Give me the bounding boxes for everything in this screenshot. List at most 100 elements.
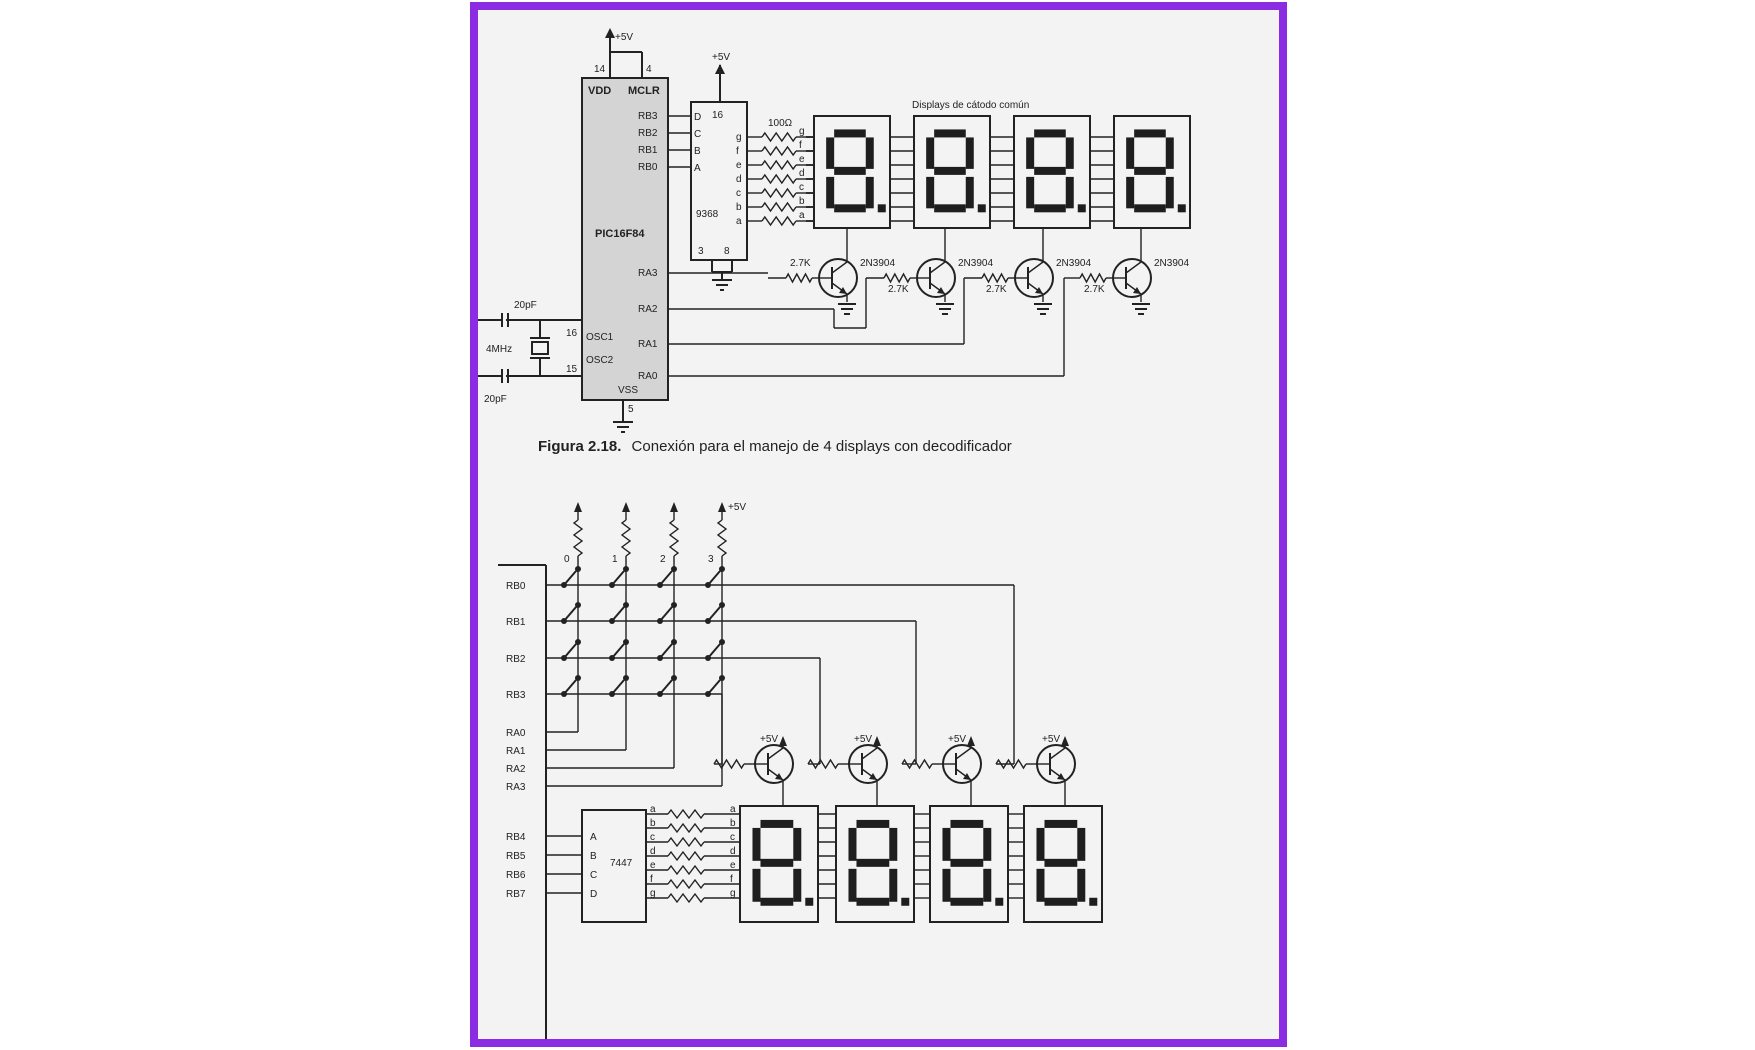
display-segment (950, 858, 984, 867)
decoder-pin-a: A (694, 163, 701, 174)
key-switch-icon (659, 679, 673, 695)
pic-pin-rb0: RB0 (638, 162, 658, 173)
keypad-row-pin-label: RB1 (506, 617, 526, 628)
display-segment (793, 827, 802, 861)
decoder-out-b: b (736, 202, 742, 213)
decoder-7447: A B C D 7447 RB4 RB5 RB6 RB7 (506, 809, 647, 923)
transistor-collector (767, 747, 784, 760)
decoder-vcc-label: +5V (712, 52, 730, 63)
oscillator-circuit: 20pF 20pF 4MHz 16 15 (478, 300, 582, 405)
seven-segment-display-top-1 (813, 115, 891, 229)
base-resistor-icon (981, 272, 1009, 284)
transistor-part-label: 2N3904 (958, 258, 993, 269)
display-segment (942, 868, 951, 902)
transistor-collector (1125, 261, 1142, 274)
decoder-pin-8: 8 (724, 246, 730, 257)
display-segment (1077, 868, 1086, 902)
display-decimal-point (977, 204, 986, 213)
decoder-9368: +5V 16 D C B A 9368 3 8 g f e d c b a (690, 52, 748, 291)
decoder-out-g: g (736, 132, 742, 143)
transistor-emitter-arrow (775, 773, 783, 780)
switch-contact (719, 639, 725, 645)
switch-contact (623, 639, 629, 645)
pic-pin-ra0: RA0 (638, 371, 658, 382)
transistor-part-label: 2N3904 (1056, 258, 1091, 269)
segment-resistor-icon (761, 187, 797, 199)
pin-rb5: RB5 (506, 851, 526, 862)
display-segment (965, 176, 974, 209)
display-segment (1126, 137, 1135, 169)
display-segment (826, 176, 835, 209)
base-resistor-icon (883, 272, 911, 284)
decoder-out-a: a (736, 216, 742, 227)
base-resistor-label: 2.7K (888, 284, 909, 295)
decoder-out-e: e (736, 160, 742, 171)
decoder-output-label: a (650, 804, 656, 815)
segment-resistor-icon (667, 892, 705, 904)
key-switch-icon (611, 679, 625, 695)
pic-vcc-label: +5V (615, 32, 633, 43)
segment-letter-label: g (799, 126, 805, 137)
seven-segment-display-bottom-1 (739, 805, 819, 923)
decoder-output-label: b (650, 818, 656, 829)
display-row-top (806, 115, 1191, 229)
transistor-vcc-label: +5V (760, 734, 778, 745)
seven-segment-display-top-4 (1113, 115, 1191, 229)
seven-segment-display-bottom-4 (1023, 805, 1103, 923)
transistor-drivers-bottom: +5V+5V+5V+5V (713, 734, 1076, 810)
keypad-row-pin-label: RB2 (506, 654, 526, 665)
display-segment (934, 129, 966, 138)
seven-segment-display-bottom-3 (929, 805, 1009, 923)
transistor-icon-top-1 (818, 258, 858, 298)
display-segment (889, 827, 898, 861)
key-switch-icon (611, 643, 625, 659)
base-resistor-icon (901, 758, 933, 770)
ra-control-wires (668, 272, 1065, 377)
decoder-7447-in-a: A (590, 832, 597, 843)
segment-letter-label: f (730, 874, 733, 885)
base-resistor-label: 2.7K (790, 258, 811, 269)
segment-resistor-icon (761, 173, 797, 185)
pic-pin-rb3: RB3 (638, 111, 658, 122)
decoder-output-label: c (650, 832, 655, 843)
segment-letter-label: b (730, 818, 736, 829)
mclr-label: MCLR (628, 85, 660, 97)
key-switch-icon (707, 643, 721, 659)
decoder-pin-3: 3 (698, 246, 704, 257)
segment-resistor-icon (667, 864, 705, 876)
pic16f84-chip: VDD MCLR PIC16F84 RB3 RB2 RB1 RB0 RA3 RA… (581, 77, 669, 401)
pin-vdd-number: 14 (594, 64, 606, 75)
display-decimal-point (995, 897, 1004, 906)
segment-letter-label: g (730, 888, 736, 899)
osc2-pin-number: 15 (566, 364, 578, 375)
base-resistor-label: 2.7K (986, 284, 1007, 295)
transistor-collector (955, 747, 972, 760)
display-segment (793, 868, 802, 902)
pullup-resistor-icon (668, 519, 680, 557)
segment-letter-label: c (799, 182, 804, 193)
switch-contact (671, 639, 677, 645)
segment-resistor-icon (667, 822, 705, 834)
decoder-out-d: d (736, 174, 742, 185)
scanned-figure-frame: +5V 14 4 VDD MCLR PIC16F84 RB3 RB2 RB1 R… (470, 2, 1287, 1047)
switch-contact (719, 566, 725, 572)
key-switch-icon (659, 570, 673, 586)
pic-pin-rb1: RB1 (638, 145, 658, 156)
display-decimal-point (1077, 204, 1086, 213)
display-segment (934, 204, 966, 213)
display-segment (1036, 868, 1045, 902)
transistor-collector (929, 261, 946, 274)
transistor-icon-bottom-1 (754, 744, 794, 784)
pin-rb4: RB4 (506, 832, 526, 843)
display-segment (1165, 137, 1174, 169)
switch-contact (671, 566, 677, 572)
segment-letter-label: d (730, 846, 736, 857)
transistor-icon-bottom-2 (848, 744, 888, 784)
display-segment (889, 868, 898, 902)
switch-contact (719, 602, 725, 608)
decoder-7447-in-b: B (590, 851, 597, 862)
